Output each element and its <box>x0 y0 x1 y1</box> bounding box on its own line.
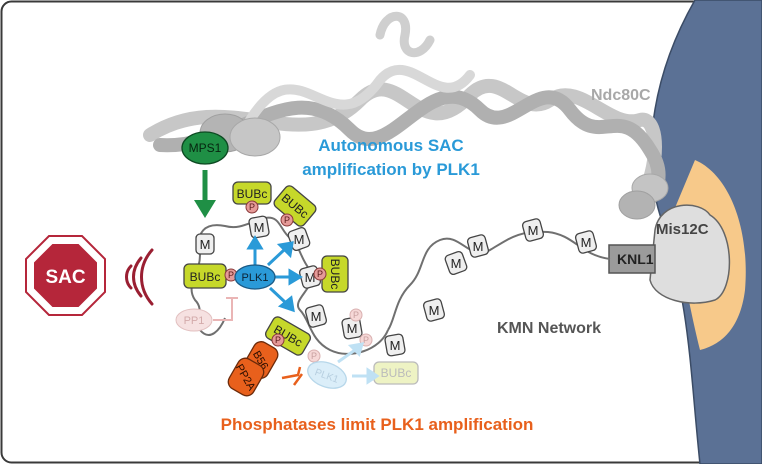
sac-stop-sign-outline <box>25 235 106 316</box>
plk1-kinase-faded <box>307 361 347 389</box>
sac-signal-waves <box>125 248 154 306</box>
m-label-4: M <box>451 256 462 271</box>
p-label-5: P <box>275 335 281 345</box>
m-label-1: M <box>581 235 592 250</box>
bubc-label-1: BUBc <box>190 270 221 284</box>
mps1-label: MPS1 <box>189 141 222 155</box>
bubc-complexes <box>183 181 419 385</box>
m-label-12: M <box>200 237 211 252</box>
m-label-11: M <box>254 220 265 235</box>
bubc-label-2: BUBc <box>237 187 268 201</box>
m-label-8: M <box>311 309 322 324</box>
plk1-arrows-faded <box>337 342 380 385</box>
p-label-3: P <box>284 215 290 225</box>
ndc80-foot-2 <box>618 190 656 220</box>
m-label-2: M <box>528 223 539 238</box>
m-label-3: M <box>473 239 484 254</box>
ndc80c-helix <box>143 11 666 217</box>
m-motif-labels: M M M M M M M M M M M M <box>200 220 592 353</box>
phospho-sites <box>224 200 373 363</box>
pp1-label: PP1 <box>184 315 205 327</box>
p-label-6: P <box>353 310 359 320</box>
knl1-chain-distal <box>387 230 611 331</box>
phosphatases-title: Phosphatases limit PLK1 amplification <box>221 415 534 434</box>
bubc-label-4: BUBc <box>328 259 342 290</box>
plk1-kinase <box>234 264 276 290</box>
knl1-box <box>608 244 656 274</box>
p-label-2: P <box>249 202 255 212</box>
m-label-10: M <box>294 232 305 247</box>
pp1-inhibition <box>213 297 238 321</box>
p-label-7: P <box>363 335 369 345</box>
m-label-6: M <box>390 338 401 353</box>
pp2a-subunit <box>227 357 265 397</box>
pp2a-inhibition <box>281 366 304 386</box>
autonomous-title-line1: Autonomous SAC <box>318 136 463 155</box>
m-label-7: M <box>347 321 358 336</box>
m-label-5: M <box>429 303 440 318</box>
sac-stop-sign <box>32 242 99 309</box>
p-label-4: P <box>317 269 323 279</box>
p-label-1: P <box>228 270 234 280</box>
pp1-phosphatase <box>175 308 213 332</box>
m-label-9: M <box>305 270 316 285</box>
knl1-title: KNL1 <box>617 251 654 267</box>
bubc-label-faded: BUBc <box>381 366 412 380</box>
p-label-8: P <box>311 351 317 361</box>
ndc80-head-2 <box>229 117 281 157</box>
plk1-arrows <box>246 235 303 313</box>
mps1-arrow-head <box>194 200 216 218</box>
m-motifs <box>195 215 598 357</box>
mps1-kinase <box>181 131 229 165</box>
sac-label: SAC <box>45 267 85 288</box>
mis12c-title: Mis12C <box>656 221 709 238</box>
kmn-network-title: KMN Network <box>497 320 601 337</box>
autonomous-title-line2: amplification by PLK1 <box>302 160 480 179</box>
phospho-labels: P P P P P P P P <box>228 202 369 361</box>
mis12c-complex <box>649 204 731 304</box>
plk1-label: PLK1 <box>242 272 269 284</box>
ndc80c-title: Ndc80C <box>591 87 651 104</box>
